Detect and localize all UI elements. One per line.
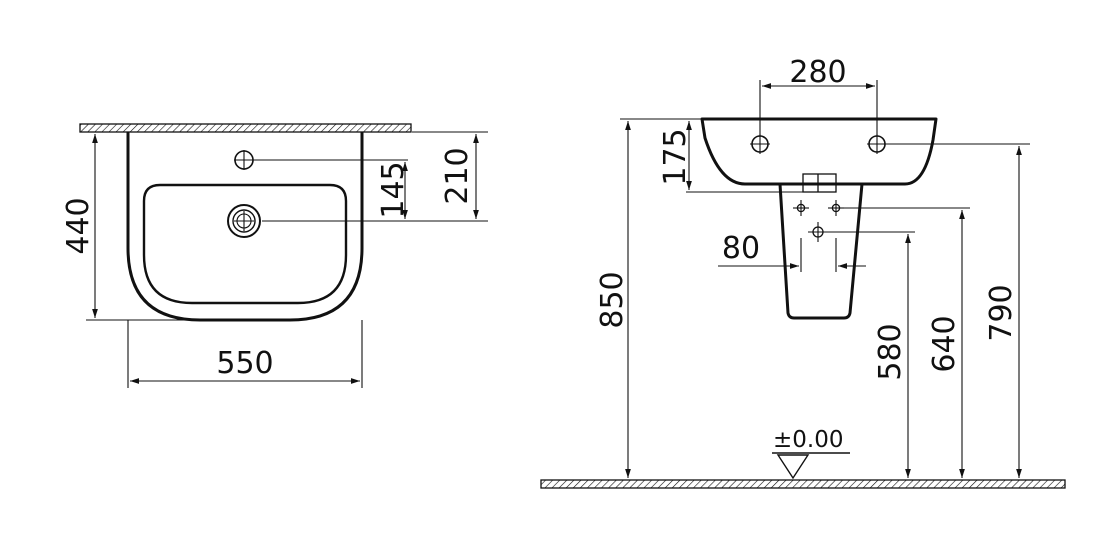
dim-175: 175 [658, 128, 693, 185]
dim-580: 580 [873, 323, 908, 380]
dim-80: 80 [722, 231, 760, 266]
pedestal-holes [793, 200, 844, 242]
dim-640: 640 [927, 315, 962, 372]
dim-280: 280 [789, 55, 846, 90]
floor-level-label: ±0.00 [773, 427, 843, 453]
tap-hole [234, 150, 254, 170]
basin-bowl [142, 183, 348, 305]
side-view: 280 175 80 850 580 640 790 ±0.00 [540, 55, 1066, 489]
wall-hatch [79, 123, 412, 133]
dim-550: 550 [216, 346, 273, 381]
dim-440: 440 [61, 197, 96, 254]
drain-icon [227, 204, 261, 238]
dim-850: 850 [595, 271, 630, 328]
dim-210: 210 [440, 147, 475, 204]
top-view: 440 550 145 210 [61, 123, 488, 388]
dim-145: 145 [376, 161, 411, 218]
pedestal-outline [778, 183, 864, 320]
basin-outline [126, 132, 364, 322]
floor-hatch [540, 479, 1066, 489]
basin-side-outline [700, 117, 938, 186]
floor-level-marker: ±0.00 [772, 427, 850, 480]
basin-holes [750, 134, 887, 154]
pedestal-drain-box [802, 173, 837, 193]
dim-790: 790 [984, 284, 1019, 341]
